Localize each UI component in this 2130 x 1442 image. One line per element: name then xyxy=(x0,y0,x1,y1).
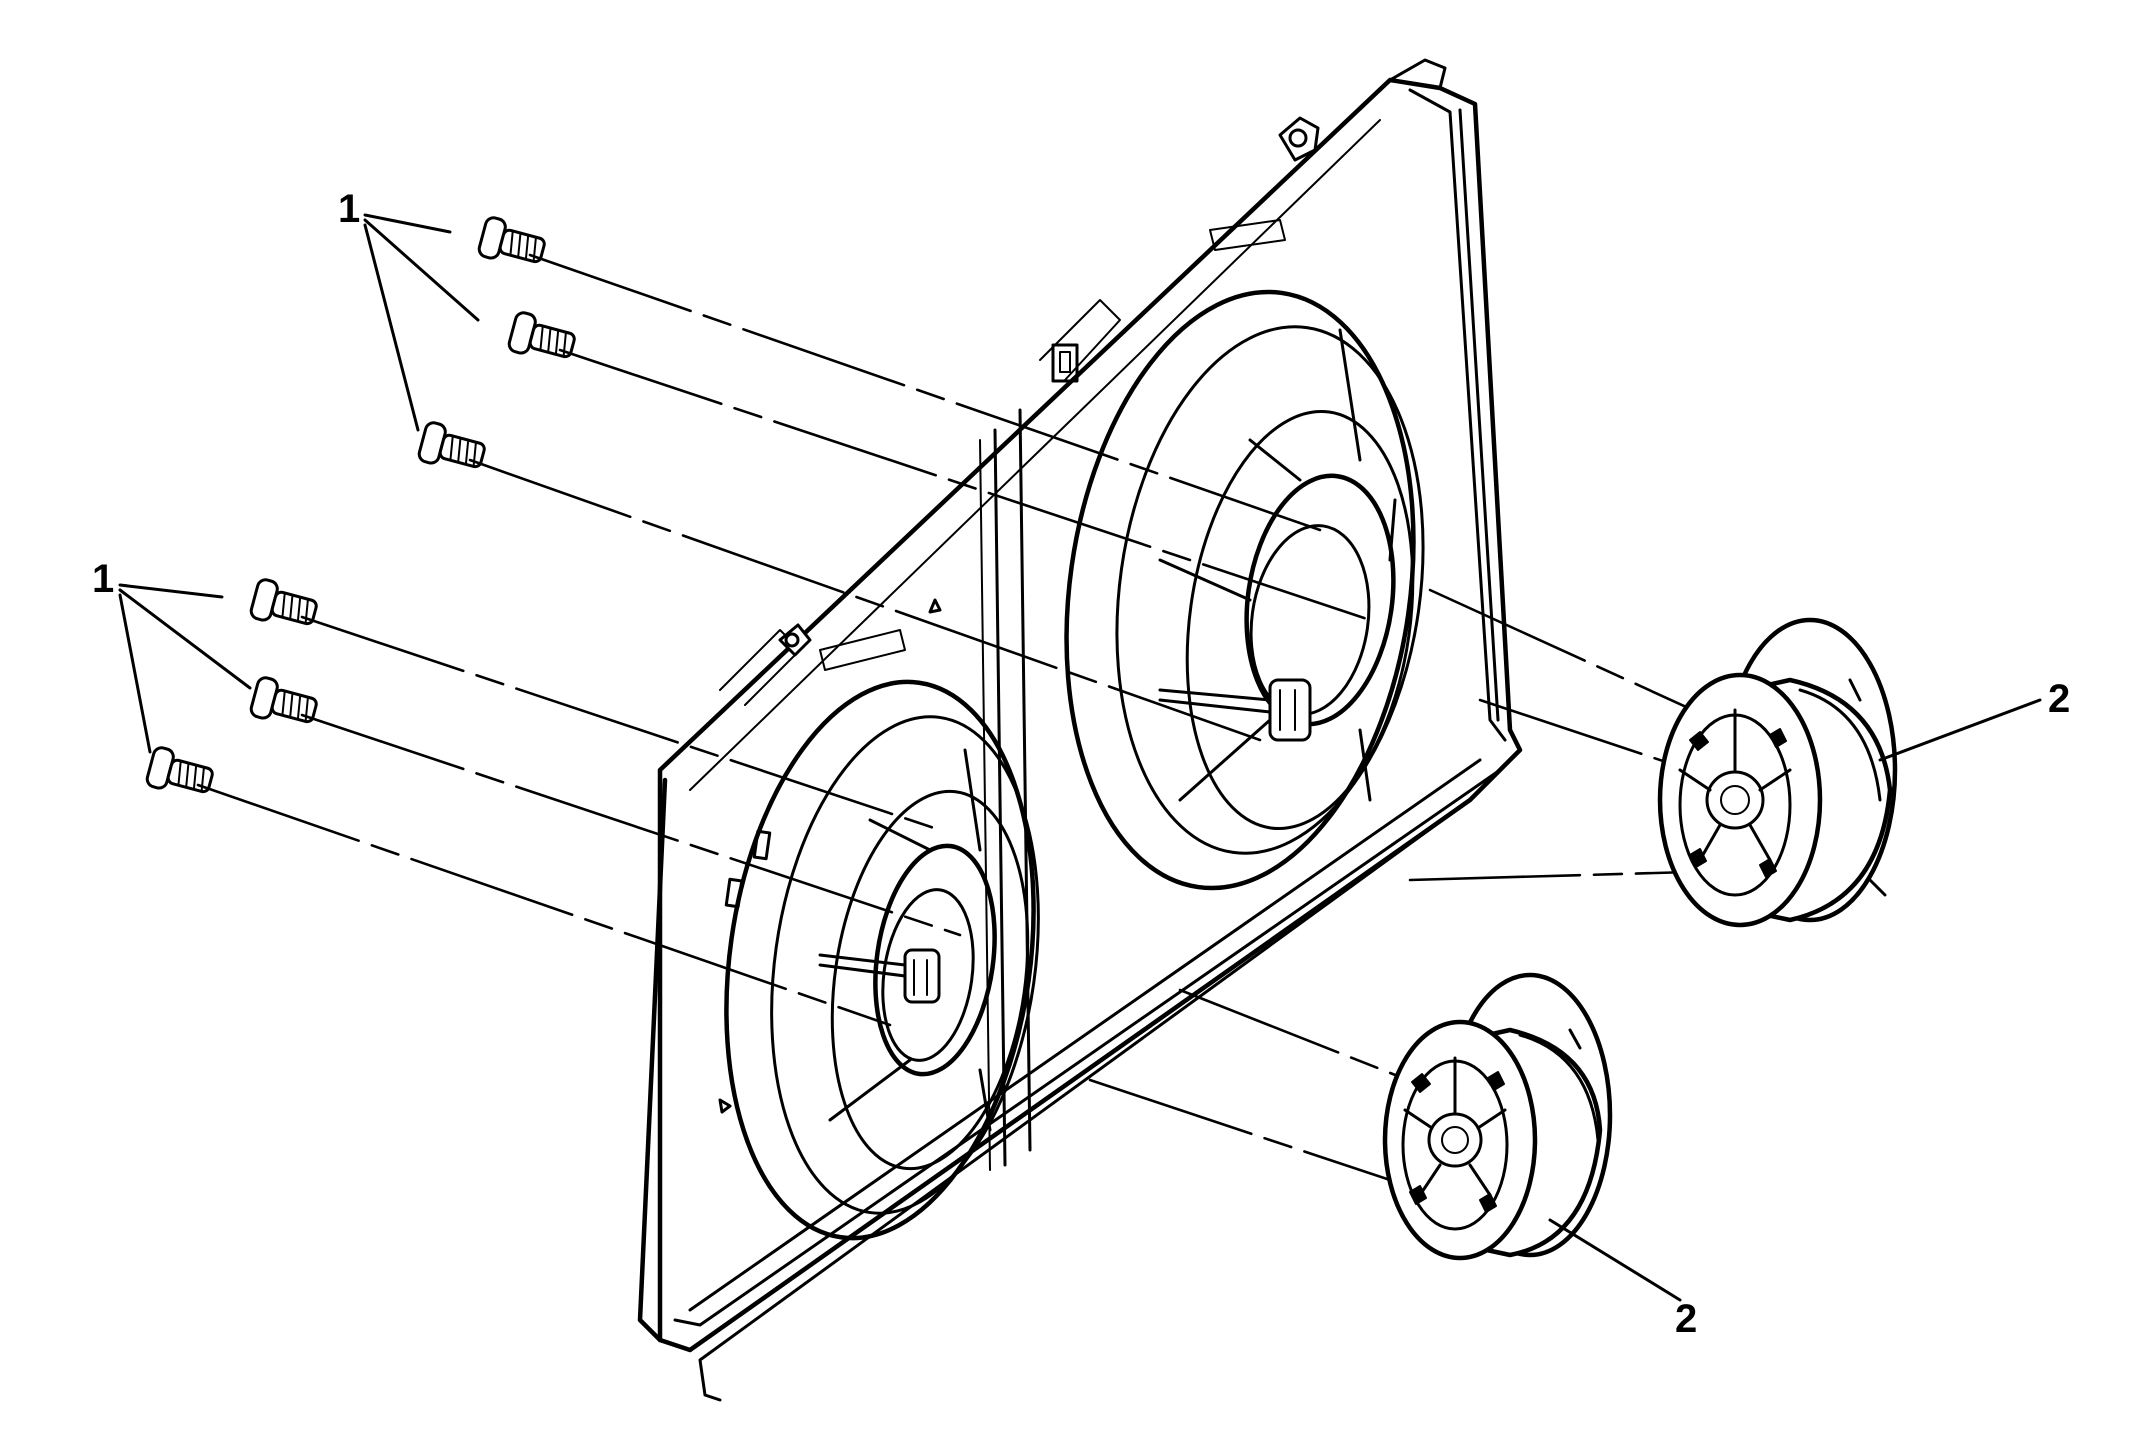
bolt-icon xyxy=(417,421,486,469)
callout-label-motor-lower: 2 xyxy=(1675,1297,1697,1341)
callout-label-fasteners-upper: 1 xyxy=(338,187,360,231)
alignment-lines xyxy=(196,253,1892,1202)
motor-leader-right xyxy=(1878,698,2042,762)
bolt-icon xyxy=(249,578,318,626)
bolt-icon xyxy=(477,216,546,264)
upper-fan-ring xyxy=(1064,289,1425,891)
fan-motor-lower xyxy=(1382,972,1613,1261)
motor-leader-lower xyxy=(1548,1218,1682,1302)
callout-label-fasteners-lower: 1 xyxy=(92,557,114,601)
fan-shroud xyxy=(637,58,1523,1402)
lower-fan-ring xyxy=(724,679,1040,1241)
bolt-icon xyxy=(507,311,576,359)
fan-motor-right xyxy=(1657,617,1898,928)
bolt-icon xyxy=(249,676,318,724)
fastener-group-lower xyxy=(118,578,318,794)
fastener-group-upper xyxy=(363,213,576,469)
bolt-icon xyxy=(145,746,214,794)
callout-label-motor-right: 2 xyxy=(2048,677,2070,721)
